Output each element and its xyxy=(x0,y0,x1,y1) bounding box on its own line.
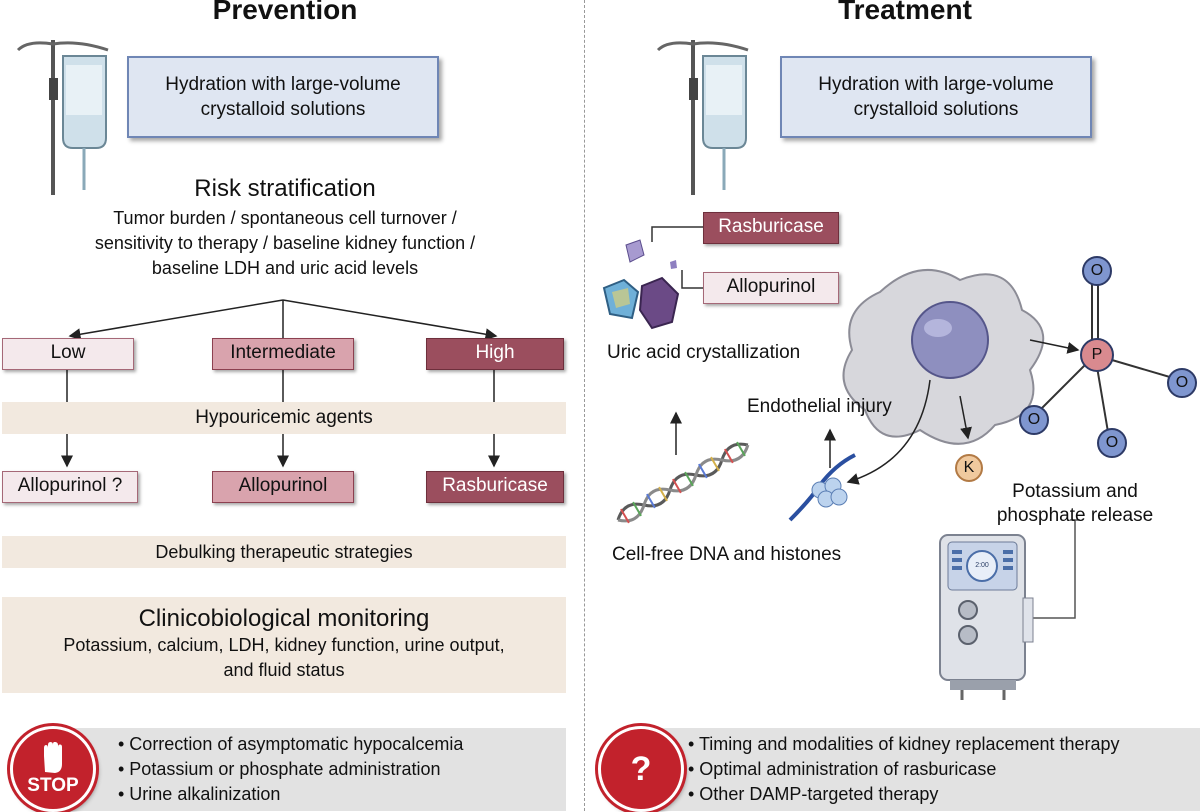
hydration-text: Hydration with large-volume crystalloid … xyxy=(818,74,1054,120)
risk-line: baseline LDH and uric acid levels xyxy=(151,258,419,278)
oxygen-atom: O xyxy=(1019,405,1049,435)
monitoring-title: Clinicobiological monitoring xyxy=(138,605,430,632)
uric-acid-label: Uric acid crystallization xyxy=(607,342,801,363)
risk-level-intermediate: Intermediate xyxy=(212,338,354,370)
oxygen-atom: O xyxy=(1097,428,1127,458)
stop-sign-icon: STOP xyxy=(10,726,96,812)
cfdna-label: Cell-free DNA and histones xyxy=(612,544,842,565)
question-bar xyxy=(628,728,1200,811)
hydration-text: Hydration with large-volume crystalloid … xyxy=(165,74,401,120)
endothelial-label: Endothelial injury xyxy=(747,396,892,417)
release-label: Potassium and phosphate release xyxy=(975,480,1175,528)
risk-factors: Tumor burden / spontaneous cell turnover… xyxy=(20,206,550,281)
stop-list: • Correction of asymptomatic hypocalcemi… xyxy=(118,732,558,807)
agent-allopurinol: Allopurinol xyxy=(212,471,354,503)
crystal-icon xyxy=(638,276,680,330)
panel-divider xyxy=(584,0,585,811)
question-item: • Timing and modalities of kidney replac… xyxy=(688,734,1120,754)
release-line: phosphate release xyxy=(996,505,1154,526)
question-item: • Optimal administration of rasburicase xyxy=(688,759,997,779)
inhibitor-line xyxy=(681,270,703,289)
release-line: Potassium and xyxy=(1012,481,1138,502)
crystal-icon xyxy=(670,260,677,269)
dialysis-machine-icon xyxy=(939,534,1034,700)
hand-icon xyxy=(44,741,62,773)
iv-bag-icon xyxy=(656,40,749,195)
hydration-box-prevention: Hydration with large-volume crystalloid … xyxy=(127,56,439,138)
rasburicase-box: Rasburicase xyxy=(703,212,839,244)
treatment-illustration xyxy=(602,226,1181,700)
question-item: • Other DAMP-targeted therapy xyxy=(688,784,939,804)
stop-label: STOP xyxy=(27,774,79,796)
phosphorus-atom: P xyxy=(1080,338,1114,372)
prevention-title: Prevention xyxy=(212,0,358,25)
oxygen-atom: O xyxy=(1167,368,1197,398)
dna-helix-icon xyxy=(616,441,750,524)
stop-item: • Potassium or phosphate administration xyxy=(118,759,441,779)
oxygen-atom: O xyxy=(1082,256,1112,286)
stop-item: • Urine alkalinization xyxy=(118,784,281,804)
question-mark: ? xyxy=(630,749,652,788)
inhibitor-line xyxy=(651,226,703,242)
histone-icon xyxy=(811,477,848,508)
question-list: • Timing and modalities of kidney replac… xyxy=(688,732,1198,807)
question-icon: ? xyxy=(598,726,684,812)
risk-stratification-title: Risk stratification xyxy=(194,175,376,202)
risk-line: sensitivity to therapy / baseline kidney… xyxy=(94,233,476,253)
risk-level-high: High xyxy=(426,338,564,370)
hypouricemic-band: Hypouricemic agents xyxy=(2,402,566,434)
crystal-icon xyxy=(625,239,645,263)
potassium-ion: K xyxy=(955,454,983,482)
risk-line: Tumor burden / spontaneous cell turnover… xyxy=(113,208,457,228)
allopurinol-box: Allopurinol xyxy=(703,272,839,304)
risk-level-low: Low xyxy=(2,338,134,370)
monitoring-band: Clinicobiological monitoring Potassium, … xyxy=(2,597,566,693)
dialysis-display: 2:00 xyxy=(975,562,989,569)
agent-rasburicase: Rasburicase xyxy=(426,471,564,503)
monitoring-line: and fluid status xyxy=(223,660,345,680)
debulking-band: Debulking therapeutic strategies xyxy=(2,536,566,568)
cell-nucleus xyxy=(911,301,989,379)
stop-bar xyxy=(34,728,566,811)
hydration-box-treatment: Hydration with large-volume crystalloid … xyxy=(780,56,1092,138)
stop-item: • Correction of asymptomatic hypocalcemi… xyxy=(118,734,464,754)
treatment-title: Treatment xyxy=(838,0,972,25)
agent-allopurinol-uncertain: Allopurinol ? xyxy=(2,471,138,503)
risk-branch-arrows xyxy=(61,299,500,468)
monitoring-line: Potassium, calcium, LDH, kidney function… xyxy=(63,635,505,655)
iv-bag-icon xyxy=(16,40,109,195)
